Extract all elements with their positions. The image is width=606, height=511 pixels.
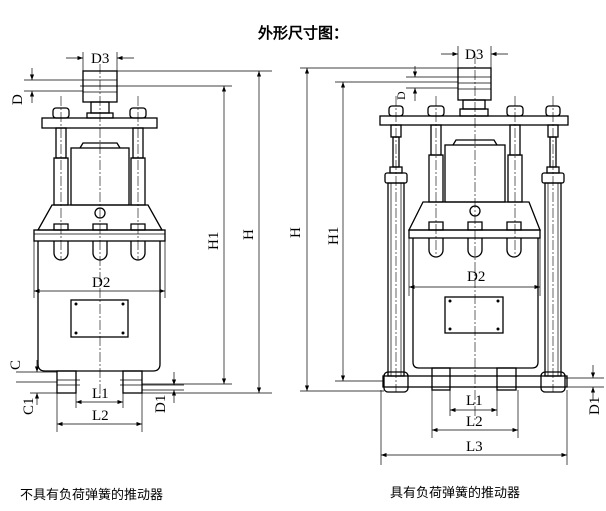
label-L2: L2 bbox=[92, 408, 109, 424]
label-H1: H1 bbox=[326, 227, 342, 245]
label-D1: D1 bbox=[587, 397, 603, 415]
label-D: D bbox=[10, 94, 26, 105]
label-C: C bbox=[8, 360, 24, 370]
label-D2: D2 bbox=[92, 275, 110, 291]
drawing-title: 外形尺寸图： bbox=[257, 24, 348, 42]
label-H1: H1 bbox=[206, 232, 222, 250]
label-L1: L1 bbox=[466, 393, 483, 409]
label-D3: D3 bbox=[91, 51, 109, 67]
label-D2: D2 bbox=[467, 269, 485, 285]
label-D3: D3 bbox=[465, 47, 483, 63]
label-D: D bbox=[394, 91, 408, 100]
label-L3: L3 bbox=[466, 439, 483, 455]
label-D1: D1 bbox=[153, 395, 169, 413]
label-H: H bbox=[288, 227, 304, 238]
label-L2: L2 bbox=[466, 414, 483, 430]
label-C1: C1 bbox=[21, 397, 37, 415]
actuator-without-spring-drawing: D3 D H1 H D2 C C1 L1 L2 D1 bbox=[8, 51, 272, 432]
caption-actuator-with-spring: 具有负荷弹簧的推动器 bbox=[390, 486, 521, 501]
label-H: H bbox=[241, 229, 257, 240]
caption-actuator-without-spring: 不具有负荷弹簧的推动器 bbox=[20, 488, 164, 503]
actuator-with-spring-drawing: D3 D H H1 D2 L1 L2 L3 D1 bbox=[288, 46, 604, 465]
label-L1: L1 bbox=[92, 386, 109, 402]
